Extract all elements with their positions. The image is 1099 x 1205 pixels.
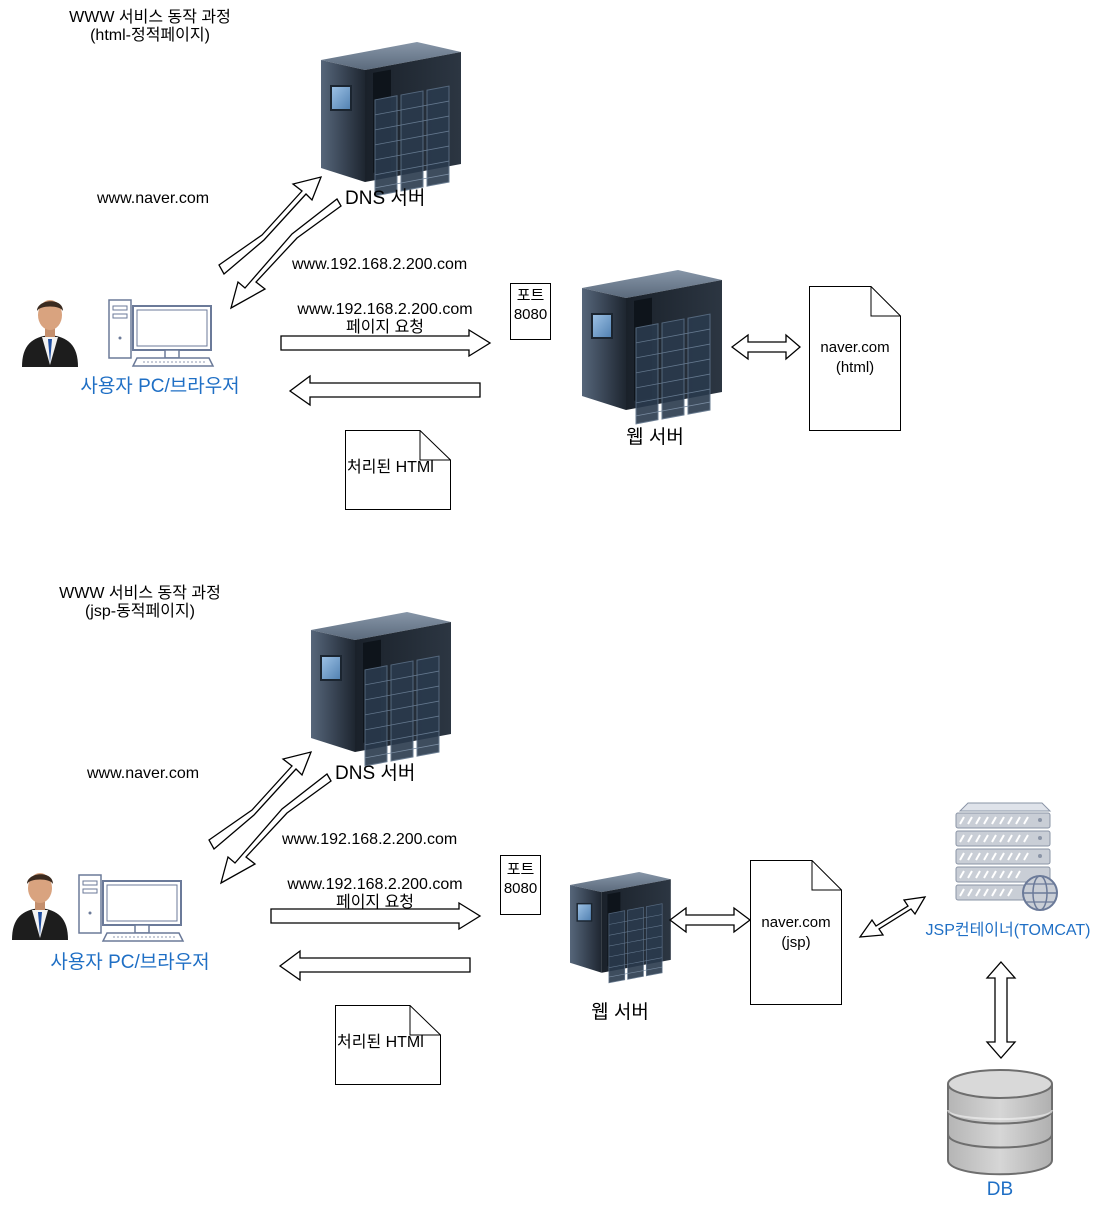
request-label-line1: www.192.168.2.200.com: [297, 301, 473, 318]
port-label: 포트 8080: [500, 861, 541, 899]
arrow-dns-response: [229, 198, 342, 310]
arrow-dns-query: [218, 176, 323, 276]
arrow-document-container: [858, 896, 927, 938]
jsp-container-server-icon: [955, 802, 1058, 911]
jsp-container-label: JSP컨테이너(TOMCAT): [925, 922, 1091, 939]
dns-response-label: www.192.168.2.200.com: [282, 831, 458, 848]
jsp-document-label: naver.com (jsp): [750, 913, 842, 954]
web-server-icon: [569, 871, 672, 984]
web-server-label: 웹 서버: [626, 427, 684, 448]
arrow-dns-response: [219, 773, 332, 885]
arrow-server-document: [668, 906, 752, 934]
arrow-page-request: [270, 901, 482, 931]
database-icon: [947, 1069, 1053, 1176]
user-label: 사용자 PC/브라우저: [50, 952, 210, 973]
diagram-title-line2: (html-정적페이지): [90, 27, 210, 45]
html-document-label: naver.com (html): [809, 338, 901, 379]
db-label: DB: [986, 1179, 1014, 1200]
diagram-title-line1: WWW 서비스 동작 과정: [59, 585, 221, 602]
user-icon: [22, 300, 78, 367]
jsp-document-label-line1: naver.com: [761, 914, 831, 931]
user-icon: [12, 873, 68, 940]
dns-query-label: www.naver.com: [97, 190, 210, 207]
arrow-server-document: [730, 333, 801, 361]
arrow-container-db: [985, 961, 1017, 1059]
diagram-title: WWW 서비스 동작 과정 (html-정적페이지): [69, 9, 231, 46]
dns-server-icon: [320, 41, 462, 197]
arrow-page-response: [278, 949, 471, 982]
arrow-dns-query: [208, 751, 313, 851]
html-document-label-line1: naver.com: [820, 339, 890, 356]
port-label-line2: 8080: [513, 305, 548, 323]
diagram-static: [22, 41, 901, 510]
arrow-page-response: [288, 374, 481, 407]
web-server-icon: [581, 269, 723, 425]
port-label: 포트 8080: [510, 287, 551, 325]
dns-query-label: www.naver.com: [87, 765, 200, 782]
user-label: 사용자 PC/브라우저: [80, 376, 240, 397]
port-label-line1: 포트: [506, 861, 535, 878]
dns-response-label: www.192.168.2.200.com: [292, 256, 468, 273]
pc-icon: [108, 299, 214, 367]
response-document-label: 처리된 HTMl: [347, 459, 434, 476]
diagram-title-line2: (jsp-동적페이지): [84, 603, 196, 621]
jsp-document-label-line2: (jsp): [781, 934, 811, 952]
diagram-title: WWW 서비스 동작 과정 (jsp-동적페이지): [59, 585, 221, 622]
request-label-line2: 페이지 요청: [345, 319, 425, 337]
arrow-page-request: [280, 328, 492, 358]
dns-server-label: DNS 서버: [345, 188, 426, 209]
dns-server-icon: [310, 611, 452, 767]
port-box: [500, 855, 541, 915]
port-label-line1: 포트: [516, 287, 545, 304]
request-label-line1: www.192.168.2.200.com: [287, 876, 463, 893]
diagram-dynamic: [12, 611, 1058, 1176]
port-label-line2: 8080: [503, 879, 538, 897]
html-document-label-line2: (html): [835, 359, 875, 377]
dns-server-label: DNS 서버: [335, 763, 416, 784]
port-box: [510, 283, 551, 340]
request-label-line2: 페이지 요청: [335, 894, 415, 912]
diagram-title-line1: WWW 서비스 동작 과정: [69, 9, 231, 26]
response-document-label: 처리된 HTMl: [337, 1034, 424, 1051]
web-server-label: 웹 서버: [591, 1002, 649, 1023]
request-label: www.192.168.2.200.com 페이지 요청: [287, 876, 462, 913]
pc-icon: [78, 874, 184, 942]
request-label: www.192.168.2.200.com 페이지 요청: [297, 301, 472, 338]
